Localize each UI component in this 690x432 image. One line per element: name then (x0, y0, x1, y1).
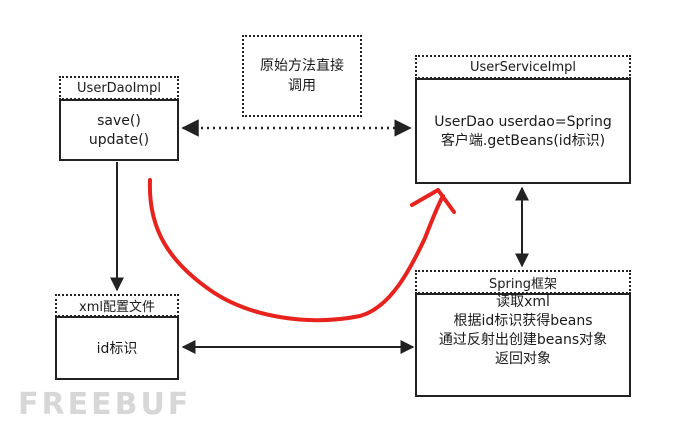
xml-title: xml配置文件 (79, 300, 155, 315)
service-box: UserDao userdao=Spring 客户端.getBeans(id标识… (415, 78, 631, 184)
xml-content: id标识 (96, 341, 138, 357)
xml-title-tab: xml配置文件 (55, 294, 179, 317)
spring-line-2: 根据id标识获得beans (453, 313, 593, 329)
dao-method-save: save() (97, 113, 141, 129)
red-flow-curve (147, 178, 445, 323)
service-line-1: UserDao userdao=Spring (434, 114, 612, 130)
dao-box: save() update() (59, 99, 179, 161)
xml-box: id标识 (55, 316, 179, 380)
service-title-tab: UserServiceImpl (415, 55, 631, 79)
spring-line-4: 返回对象 (495, 351, 551, 367)
spring-box: 读取xml 根据id标识获得beans 通过反射出创建beans对象 返回对象 (415, 293, 631, 397)
dao-method-update: update() (88, 132, 150, 148)
dao-title: UserDaoImpl (77, 80, 161, 96)
note-line-2: 调用 (288, 78, 316, 94)
spring-title-tab: Spring框架 (415, 270, 631, 294)
service-title: UserServiceImpl (469, 59, 577, 75)
red-flow-arrowhead (410, 188, 456, 214)
note-line-1: 原始方法直接 (260, 58, 344, 74)
dao-title-tab: UserDaoImpl (59, 76, 179, 100)
spring-line-1: 读取xml (496, 294, 550, 310)
freebuf-watermark: FREEBUF (18, 387, 192, 422)
service-line-2: 客户端.getBeans(id标识) (440, 133, 606, 149)
spring-line-3: 通过反射出创建beans对象 (438, 332, 608, 348)
direct-call-note: 原始方法直接 调用 (242, 35, 362, 117)
spring-title: Spring框架 (489, 276, 557, 292)
